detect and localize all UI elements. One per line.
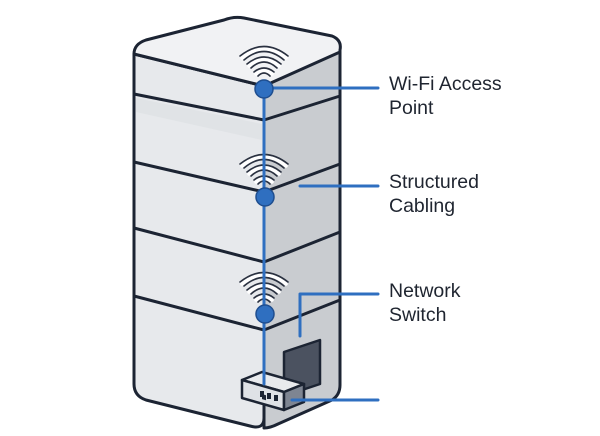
network-switch-icon bbox=[240, 338, 322, 412]
switch-ports bbox=[260, 391, 278, 401]
wifi-icon-floor-4 bbox=[240, 47, 288, 76]
label-wifi-access-point: Wi-Fi Access Point bbox=[389, 72, 502, 120]
node-wifi-access-point bbox=[254, 79, 274, 99]
label-network-switch: Network Switch bbox=[389, 279, 461, 327]
node-floor-3 bbox=[255, 187, 275, 207]
callout-line-switch bbox=[298, 292, 380, 338]
node-floor-2 bbox=[255, 304, 275, 324]
cable-nodes bbox=[254, 79, 275, 324]
switch-side bbox=[282, 382, 306, 412]
building-side-face bbox=[262, 50, 342, 430]
building-front-face bbox=[132, 52, 266, 429]
structured-cabling bbox=[262, 86, 380, 402]
label-network-switch-line1: Network bbox=[389, 280, 461, 302]
label-wifi-access-point-line2: Point bbox=[389, 97, 434, 119]
label-network-switch-line2: Switch bbox=[389, 304, 447, 326]
building-top bbox=[132, 15, 342, 88]
label-structured-cabling-line2: Cabling bbox=[389, 195, 456, 217]
label-structured-cabling: Structured Cabling bbox=[389, 170, 479, 218]
label-wifi-access-point-line1: Wi-Fi Access bbox=[389, 73, 502, 95]
label-structured-cabling-line1: Structured bbox=[389, 171, 479, 193]
floor-shade bbox=[136, 98, 262, 140]
